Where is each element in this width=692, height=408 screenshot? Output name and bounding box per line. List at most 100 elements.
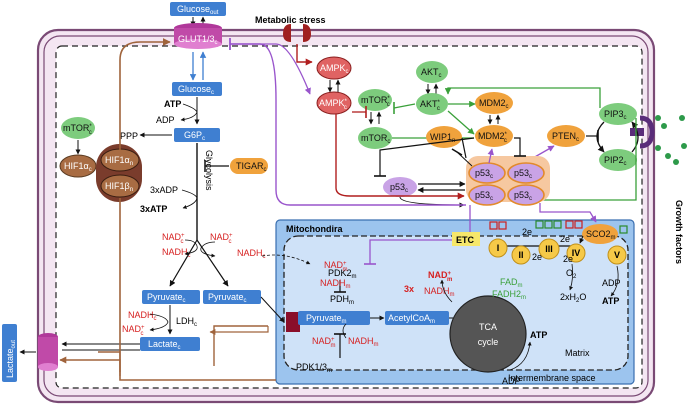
ldh-label: LDHc — [176, 316, 197, 328]
ampk-bot-label: AMPK*c — [319, 98, 348, 111]
glut-channel-bottom — [174, 39, 222, 49]
atp-tca: ATP — [530, 330, 547, 340]
lactate-out-box — [2, 324, 17, 382]
glucose-out-box — [170, 2, 226, 16]
three-x-label: 3x — [404, 284, 414, 294]
mtor-left-node — [61, 117, 95, 139]
adp-label-1: ADP — [156, 115, 175, 125]
nad-ldh: NAD+c — [122, 324, 145, 337]
nad-c-right: NAD+c — [210, 232, 233, 245]
pyruvate-c2-box — [203, 290, 261, 304]
p53-c-label: p53c — [390, 182, 408, 194]
mpc-channel — [286, 312, 300, 332]
pdk-ldh-line — [213, 325, 268, 366]
nadh-ldh: NADHc — [128, 310, 157, 322]
pyruvate-c1-label: Pyruvatec — [147, 292, 186, 304]
akt-top-label: AKTc — [421, 67, 442, 79]
complex-v — [607, 245, 627, 265]
pyruvate-m-box — [298, 311, 370, 325]
mtor-mid2-node — [358, 127, 392, 149]
complex-iii — [538, 238, 560, 260]
lactate-out-label: Lactateout — [5, 340, 17, 378]
p53-n3-node — [468, 184, 506, 206]
nad-c-left: NAD+c — [162, 232, 185, 245]
p53-n4-node — [507, 184, 545, 206]
acetylcoa-box — [385, 311, 449, 325]
complex-ii-label: II — [518, 250, 523, 260]
pten-label: PTENc — [552, 131, 579, 143]
hif1b-n-label: HIF1βn — [105, 181, 133, 193]
hif1a-n-label: HIF1αn — [105, 155, 133, 167]
stress-channel-right — [303, 24, 311, 42]
akt-bot-node — [416, 93, 448, 115]
mtor-mid1-label: mTOR*c — [361, 95, 390, 108]
adp-tca: ADP — [502, 376, 521, 386]
mdm2-bot-node — [475, 125, 513, 147]
lactate-c-box — [140, 337, 200, 351]
akt-bot-label: AKT*c — [420, 99, 441, 112]
akt-top-node — [416, 61, 448, 83]
pten-node — [547, 125, 585, 147]
adp-v: ADP — [602, 278, 621, 288]
mtor-mid1-node — [358, 89, 392, 111]
pip3-node — [599, 103, 637, 125]
p53-n1-label: p53c — [475, 168, 493, 180]
adp3-label: 3xADP — [150, 185, 178, 195]
nadh-m-top: NADHm — [320, 278, 351, 290]
glut-label: GLUT1/3c — [178, 34, 218, 46]
matrix-label: Matrix — [565, 348, 590, 358]
pyruvate-c1-box — [142, 290, 200, 304]
complex-ii — [511, 245, 531, 265]
mdm2-top-label: MDM2c — [479, 98, 509, 110]
mtor-mid2-label: mTORc — [361, 133, 390, 145]
nadh-m-tca: NADHm — [424, 286, 455, 298]
complex-i — [488, 238, 508, 258]
complex-iv-label: IV — [572, 248, 581, 258]
sco2-node — [582, 224, 618, 244]
tca-label-1: TCA — [479, 322, 497, 332]
etc-label: ETC — [456, 235, 475, 245]
acetylcoa-label: AcetylCoAm — [388, 313, 435, 325]
p53-n3-label: p53c — [475, 190, 493, 202]
water-label: 2xH2O — [560, 292, 586, 304]
glucose-out-label: Glucoseout — [177, 4, 219, 16]
fadh2-label: FADH2m — [492, 289, 526, 301]
ampk-top-label: AMPKc — [320, 63, 349, 75]
lactate-c-label: Lactatec — [148, 339, 181, 351]
mtor-left-label: mTOR*c — [63, 123, 92, 136]
hif1a-c-node — [59, 154, 97, 178]
fad-label: FADm — [500, 277, 523, 289]
complex-v-label: V — [614, 250, 620, 260]
tigar-label: TIGARc — [236, 161, 267, 173]
e2-label-2: 2e — [532, 252, 542, 262]
complex-iv — [566, 243, 586, 263]
p53-n1-node — [468, 162, 506, 184]
mdm2-bot-label: MDM2*c — [478, 131, 508, 144]
complex-iii-label: III — [545, 244, 553, 254]
tca-cycle — [449, 295, 527, 373]
pip2-label: PIP2c — [604, 155, 627, 167]
pip3-label: PIP3c — [604, 109, 627, 121]
pip2-node — [599, 149, 637, 171]
cell-membrane-inner — [43, 35, 649, 397]
pdk13-label: PDK1/3m — [296, 362, 332, 374]
tigar-node — [230, 158, 268, 174]
hif-glut-line — [119, 38, 171, 150]
mitochondria-label: Mitochondira — [286, 224, 343, 234]
p53-glut-inhibition — [230, 43, 466, 206]
o2-label: O2 — [566, 268, 577, 280]
mdm2-top-node — [475, 92, 513, 114]
etc-label-box — [452, 232, 480, 246]
lactate-transporter — [38, 337, 58, 367]
atp-label-1: ATP — [164, 99, 181, 109]
nadh-m-bottom: NADHm — [348, 336, 379, 348]
pdk2-label: PDK2m — [328, 268, 357, 280]
proton-markers — [489, 220, 628, 234]
ppp-label: PPP — [120, 131, 138, 141]
atp3-label: 3xATP — [140, 204, 167, 214]
p53-n4-label: p53c — [514, 190, 532, 202]
nadh-c-right: NADHc — [237, 248, 266, 260]
e2-label-4: 2e — [563, 254, 573, 264]
